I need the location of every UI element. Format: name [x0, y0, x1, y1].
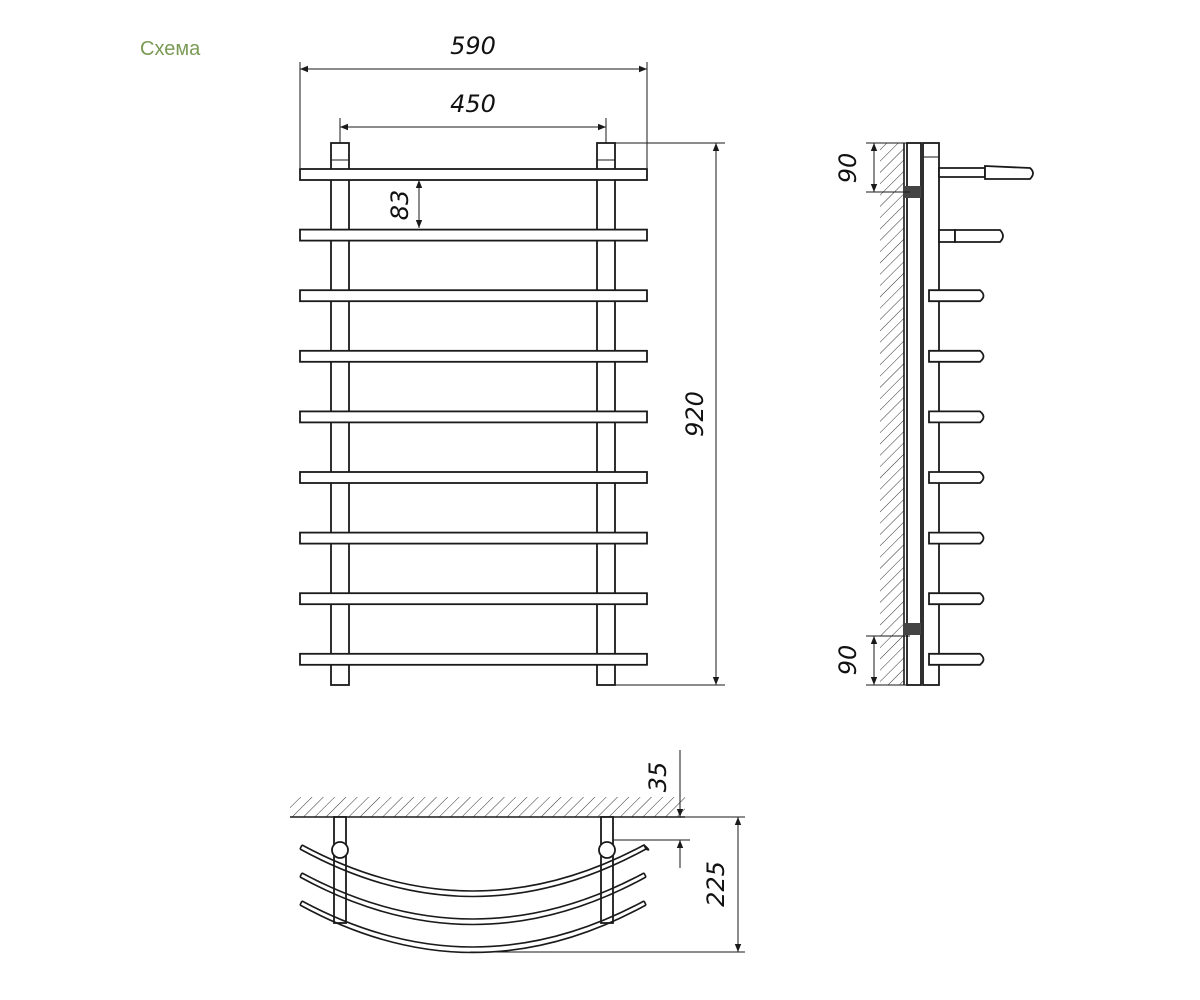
horizontal-bar	[299, 410, 648, 424]
bar-end-stub	[928, 349, 985, 363]
horizontal-bars	[299, 168, 648, 666]
wall-bracket-bottom	[903, 623, 921, 635]
bar-end-stub	[928, 592, 985, 606]
wall-section-top	[290, 797, 685, 817]
horizontal-bar	[299, 289, 648, 303]
side-view: 90 90	[834, 142, 1034, 686]
left-pipe-joint	[331, 841, 349, 859]
bar-end-stub	[928, 289, 985, 303]
horizontal-bar	[299, 531, 648, 545]
wall-section	[880, 143, 904, 685]
curved-bar-1-outer	[299, 848, 647, 898]
mounting-plate	[906, 142, 922, 686]
top-view: 35 225	[290, 750, 745, 954]
page-title: Схема	[140, 38, 201, 60]
horizontal-bar	[299, 349, 648, 363]
bar-end-stub	[928, 652, 985, 666]
dim-pipe-spacing: 450	[450, 90, 496, 118]
dim-depth: 225	[702, 861, 730, 907]
valve-top	[938, 167, 986, 178]
horizontal-bar	[299, 228, 648, 242]
bar-end-stub	[928, 471, 985, 484]
horizontal-bar	[299, 592, 648, 606]
dim-bar-gap: 83	[386, 190, 414, 221]
wall-bracket-top	[903, 186, 921, 198]
dim-bottom-offset: 90	[834, 645, 862, 676]
curved-bar-3-outer	[299, 904, 647, 954]
horizontal-bar	[299, 652, 648, 666]
bar-end-stub	[928, 410, 985, 424]
horizontal-bar	[299, 471, 648, 484]
bar-ends	[928, 289, 985, 666]
right-pipe-joint	[598, 841, 616, 859]
front-view: 590 450 83 920	[299, 32, 725, 686]
horizontal-bar	[299, 168, 648, 181]
bar-end-stub	[928, 531, 985, 545]
dim-wall-gap: 35	[644, 762, 672, 793]
valve-handle-lower	[954, 229, 1004, 243]
dim-overall-width: 590	[450, 32, 496, 60]
dim-top-offset: 90	[834, 153, 862, 184]
curved-bar-2-outer	[299, 876, 647, 926]
dim-height: 920	[681, 391, 709, 437]
valve-handle-top	[984, 165, 1034, 180]
valve-lower	[938, 229, 956, 243]
